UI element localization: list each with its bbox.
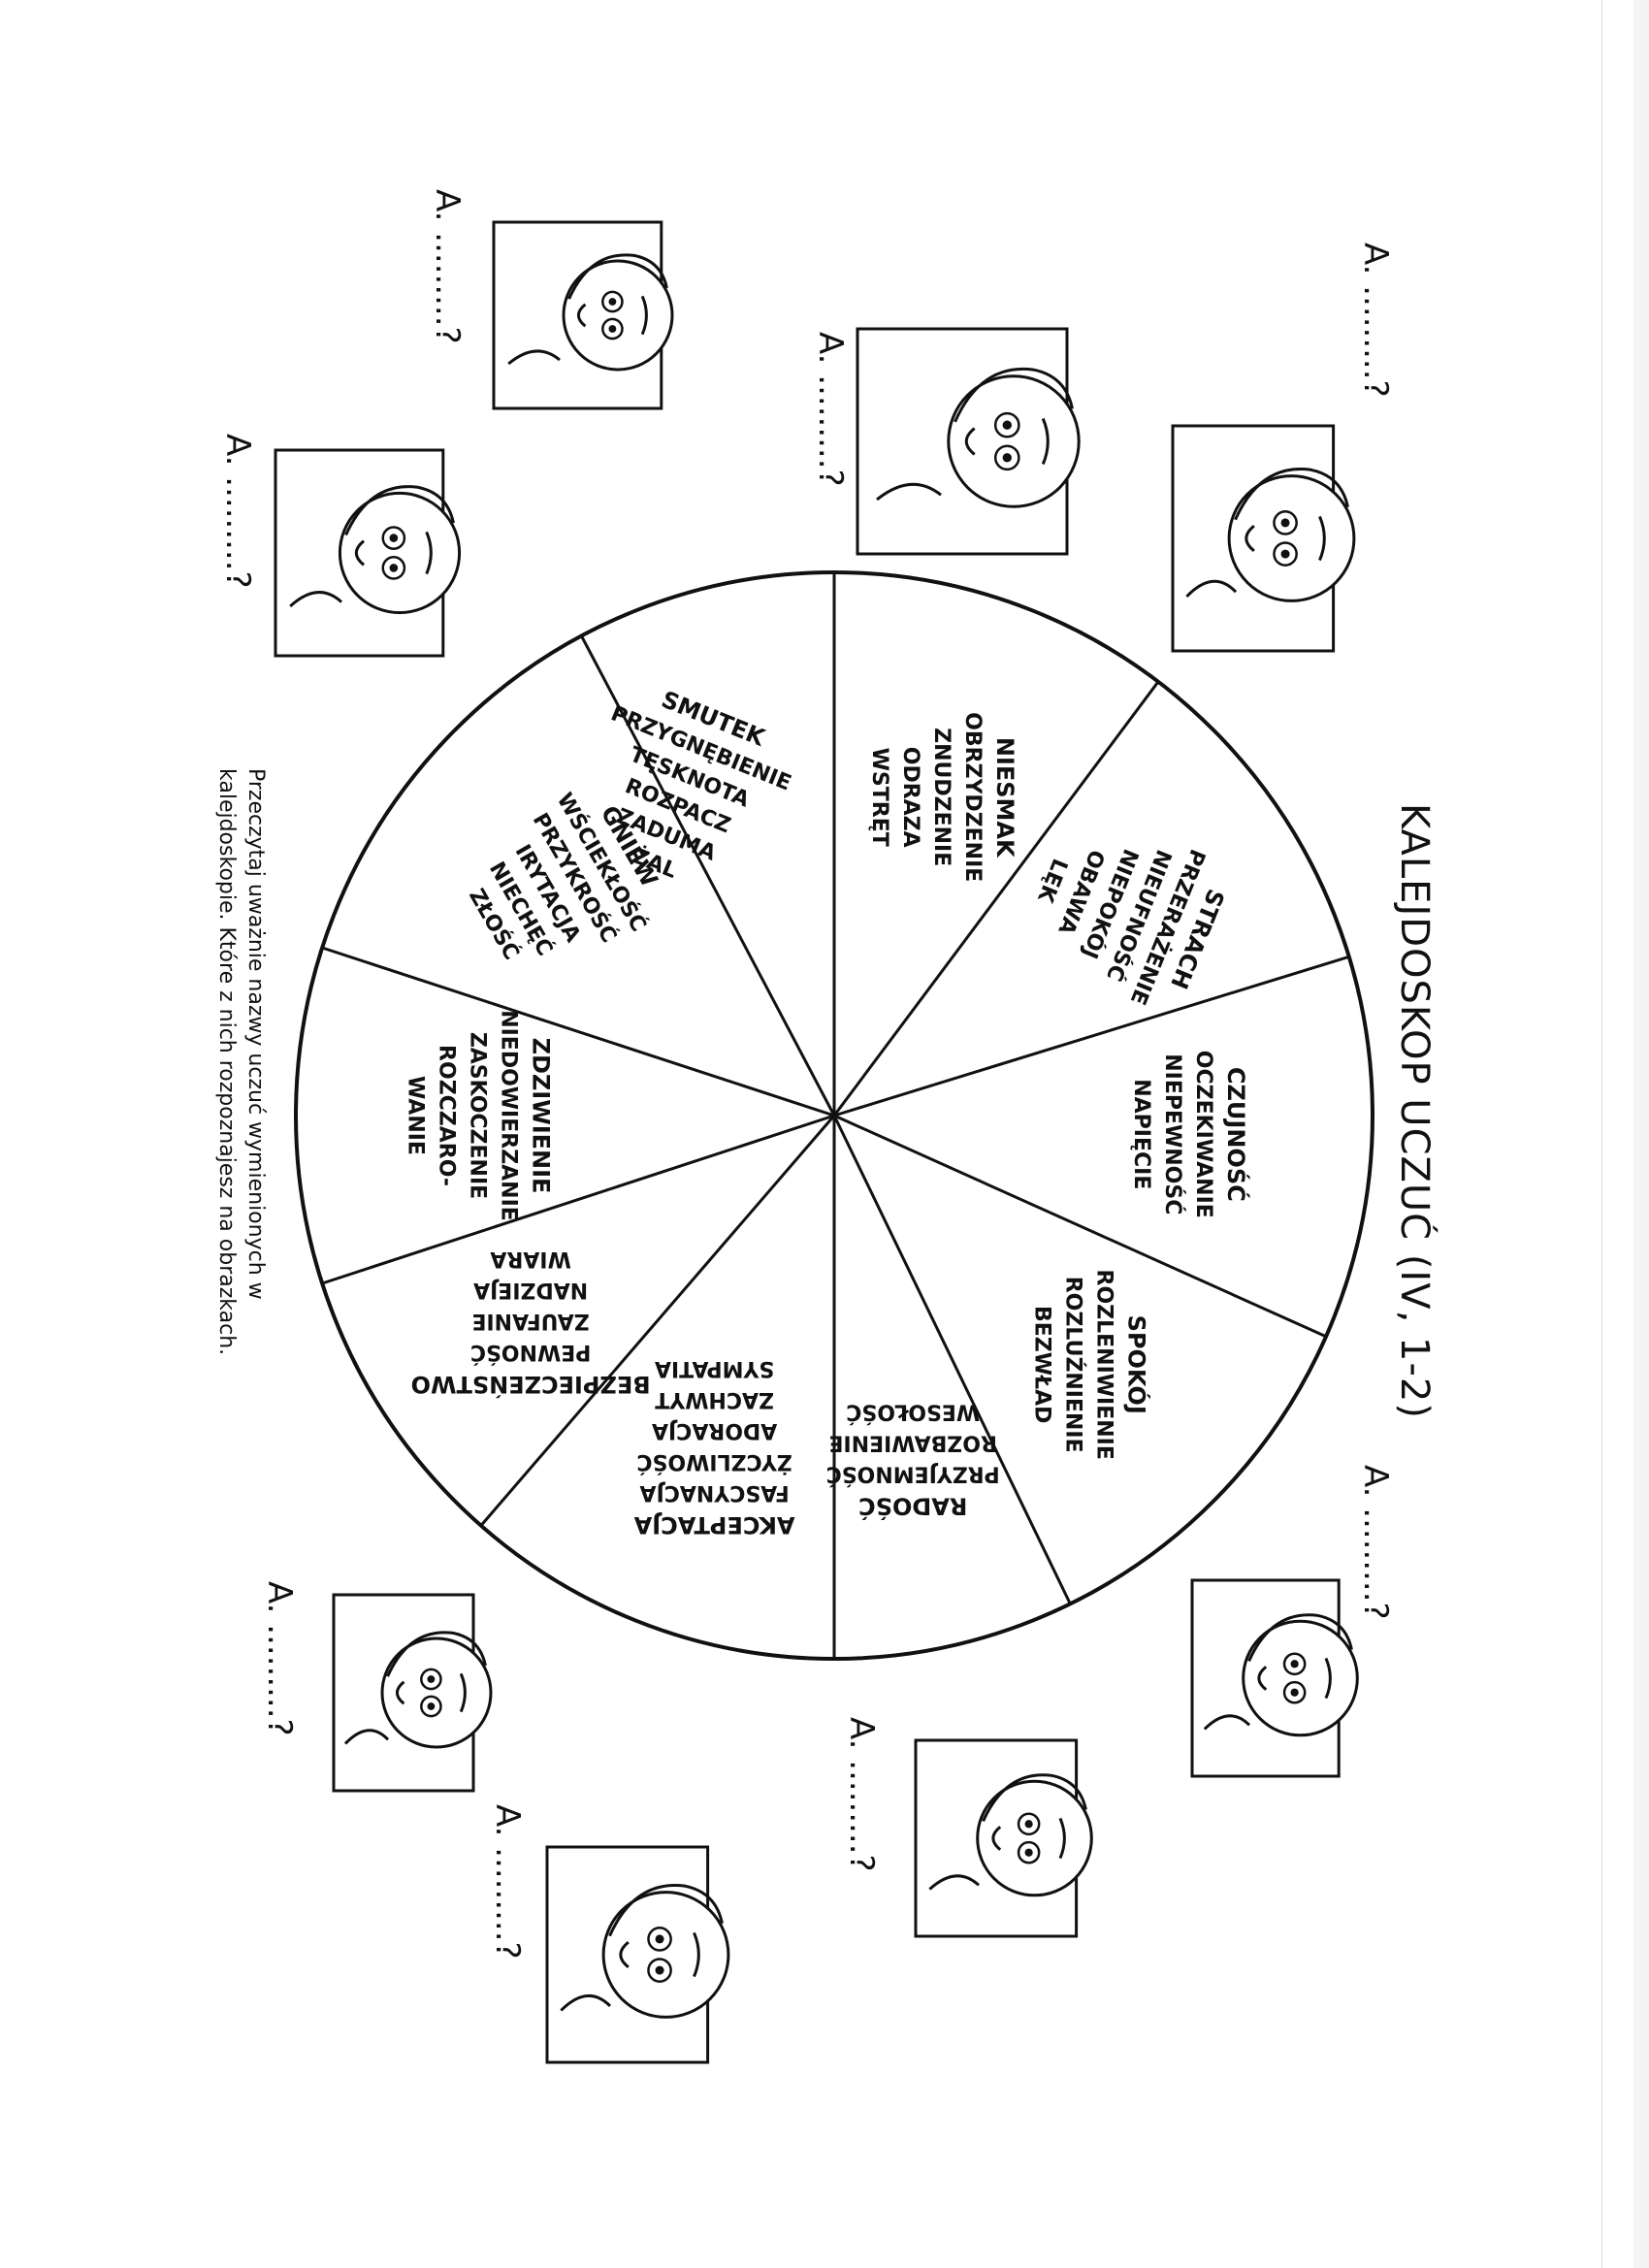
boy-clenched-fists-icon — [274, 448, 462, 658]
wheel-divider — [833, 955, 1350, 1118]
segment-word: WANIE — [404, 1076, 428, 1155]
girl-thinking-icon — [545, 1845, 730, 2064]
page-edge-line — [1601, 0, 1602, 2268]
segment-word: WIARA — [490, 1247, 570, 1271]
answer-line[interactable]: A. .........? — [260, 1581, 299, 1736]
segment-word: ZAUFANIE — [471, 1309, 589, 1333]
segment-word: ŻYCZLIWOŚĆ — [636, 1449, 792, 1474]
segment-title: ZDZIWIENIE — [528, 1038, 555, 1194]
wheel-segment-radość: RADOŚĆ PRZYJEMNOŚĆ ROZBAWIENIE WESOŁOŚĆ — [826, 1400, 1000, 1522]
wheel-divider — [580, 634, 836, 1117]
instruction-line-1: Przeczytaj uważnie nazwy uczuć wymienion… — [243, 768, 268, 1300]
segment-word: PEWNOŚĆ — [470, 1340, 592, 1365]
page-title: KALEJDOSKOP UCZUĆ (IV, 1-2) — [1392, 803, 1437, 1419]
segment-title: RADOŚĆ — [858, 1493, 967, 1522]
segment-word: ADORACJA — [652, 1418, 777, 1442]
segment-word: ZASKOCZENIE — [466, 1032, 490, 1199]
wheel-segment-bezpieczeństwo: BEZPIECZEŃSTWO PEWNOŚĆ ZAUFANIE NADZIEJA WIA… — [411, 1247, 651, 1399]
wheel-divider — [321, 1114, 835, 1285]
segment-word: ROZLUŹNIENIE — [1061, 1277, 1086, 1453]
scan-edge — [1633, 0, 1649, 2268]
instruction-text: Przeczytaj uważnie nazwy uczuć wymienion… — [211, 768, 270, 1525]
wheel-divider — [479, 1115, 836, 1527]
segment-word: ROZLENIWIENIE — [1092, 1270, 1116, 1460]
answer-line[interactable]: A. .........? — [428, 189, 467, 344]
boy-covering-face-icon — [492, 220, 674, 410]
wheel-segment-zdziwienie: ZDZIWIENIE NIEDOWIERZANIE ZASKOCZENIE ROZCZ… — [404, 1010, 555, 1221]
segment-word: PRZYJEMNOŚĆ — [826, 1462, 1000, 1487]
wheel-divider — [832, 680, 1160, 1117]
segment-word: NIEPEWNOŚĆ — [1160, 1053, 1185, 1215]
wheel-divider — [832, 1115, 1072, 1604]
segment-title: CZUJNOŚĆ — [1222, 1067, 1251, 1202]
segment-title: AKCEPTACJA — [633, 1511, 794, 1539]
segment-word: WESOŁOŚĆ — [846, 1400, 980, 1425]
segment-word: NAPIĘCIE — [1129, 1079, 1153, 1189]
segment-word: ROZBAWIENIE — [828, 1431, 997, 1455]
segment-word: OBRZYDZENIE — [960, 712, 985, 882]
segment-title: BEZPIECZEŃSTWO — [411, 1371, 651, 1399]
segment-word: NADZIEJA — [473, 1278, 588, 1302]
answer-line[interactable]: A. .........? — [842, 1717, 881, 1872]
wheel-divider — [321, 946, 835, 1118]
answer-line[interactable]: A. .........? — [1356, 243, 1395, 398]
segment-word: BEZWŁAD — [1030, 1306, 1054, 1423]
wheel-segment-akceptacja: AKCEPTACJA FASCYNACJA ŻYCZLIWOŚĆ ADORACJA ZA… — [633, 1356, 794, 1539]
segment-title: SPOKÓJ — [1123, 1315, 1152, 1414]
answer-line[interactable]: A. .........? — [218, 434, 257, 589]
boy-stop-hand-icon — [1171, 424, 1356, 653]
segment-word: WSTRĘT — [867, 748, 891, 847]
segment-word: OCZEKIWANIE — [1191, 1051, 1215, 1218]
segment-word: SYMPATIA — [655, 1356, 774, 1380]
wheel-divider — [833, 1114, 1327, 1339]
answer-line[interactable]: A. .........? — [488, 1804, 527, 1960]
segment-word: NIEDOWIERZANIE — [497, 1010, 521, 1221]
segment-word: ZACHWYT — [655, 1387, 774, 1411]
girl-laughing-icon — [914, 1738, 1093, 1938]
instruction-line-2: kalejdoskopie. Które z nich rozpoznajesz… — [214, 768, 239, 1356]
segment-word: ZNUDZENIE — [929, 728, 954, 866]
girl-hand-mouth-icon — [856, 327, 1081, 556]
segment-title: NIESMAK — [991, 737, 1018, 859]
segment-word: FASCYNACJA — [639, 1480, 789, 1505]
segment-word: ODRAZA — [898, 747, 922, 848]
boy-hugging-self-icon — [332, 1593, 493, 1793]
answer-line[interactable]: A. .........? — [811, 332, 850, 487]
segment-word: ROZCZARO- — [435, 1045, 459, 1186]
boy-shouting-icon — [1190, 1578, 1359, 1778]
